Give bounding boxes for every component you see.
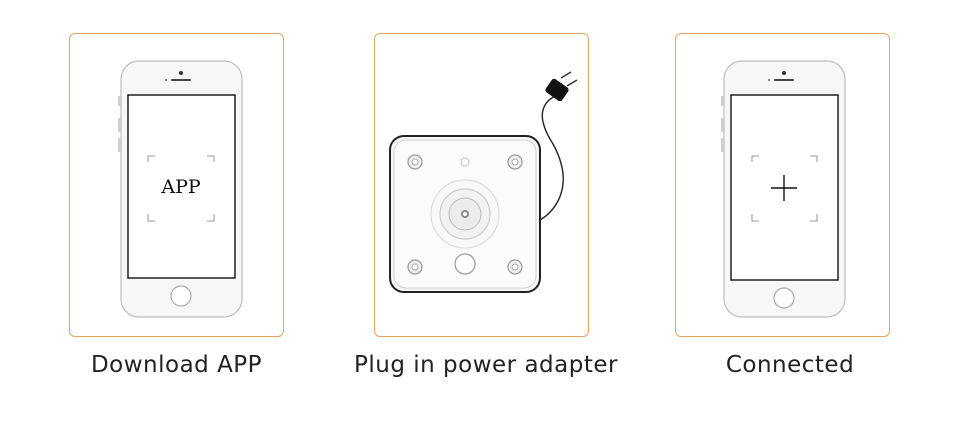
step-connected-panel bbox=[675, 33, 890, 337]
phone-connected-icon bbox=[721, 60, 846, 318]
app-screen-label: APP bbox=[161, 176, 201, 198]
power-plug-icon bbox=[545, 71, 578, 102]
caption-plug-in-power-adapter: Plug in power adapter bbox=[354, 352, 618, 378]
step-download-app-panel: APP bbox=[69, 33, 284, 337]
camera-power-adapter-icon bbox=[389, 71, 578, 293]
caption-connected: Connected bbox=[725, 352, 855, 378]
scan-frame-icon bbox=[751, 155, 818, 222]
step-plug-in-panel bbox=[374, 33, 589, 337]
plus-icon bbox=[771, 175, 797, 201]
caption-download-app: Download APP bbox=[90, 352, 263, 378]
scan-frame-icon bbox=[147, 155, 215, 222]
phone-app-icon bbox=[118, 60, 243, 318]
